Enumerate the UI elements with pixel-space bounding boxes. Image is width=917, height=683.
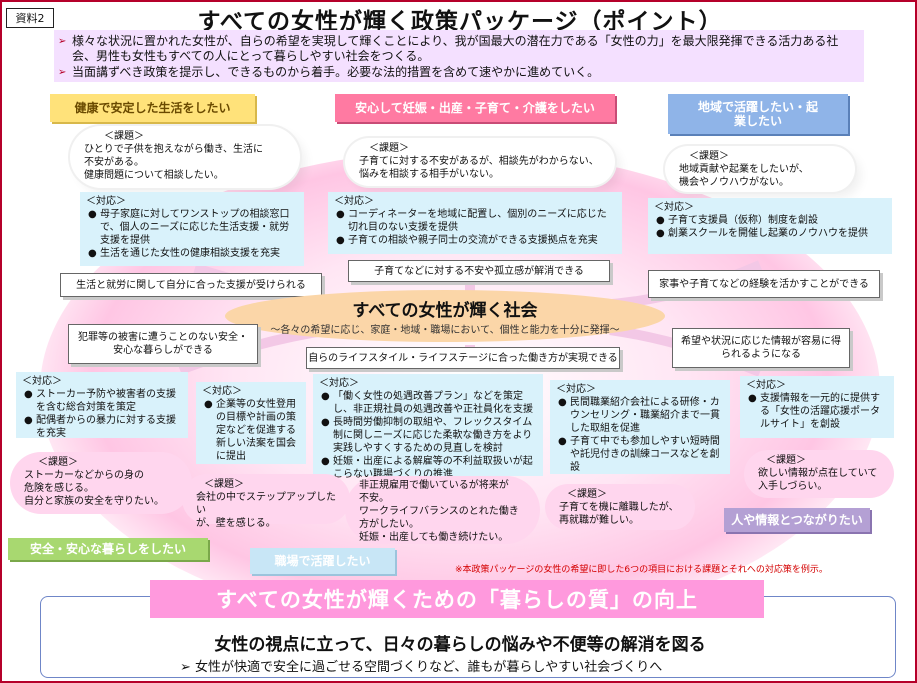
category-safety: 安全・安心な暮らしをしたい: [8, 538, 208, 560]
category-health: 健康で安定した生活をしたい: [50, 94, 255, 122]
action-box-work-2: ＜対応＞ ●「働く女性の処遇改善プラン」などを策定し、非正規社員の処遇改善や正社…: [313, 374, 543, 480]
issue-cloud-reentry: ＜課題＞ 子育てを機に離職したが、 再就職が難しい。: [545, 484, 695, 530]
result-health: 生活と就労に関して自分に合った支援が受けられる: [60, 273, 322, 297]
category-region: 地域で活躍したい・起業したい: [668, 94, 848, 134]
issue-cloud-info: ＜課題＞ 欲しい情報が点在していて 入手しづらい。: [744, 450, 894, 498]
intro-item-1: ➢ 様々な状況に置かれた女性が、自らの希望を実現して輝くことにより、我が国最大の…: [58, 34, 839, 63]
action-box-safety: ＜対応＞ ●ストーカー予防や被害者の支援を含む総合対策を策定 ●配偶者からの暴力…: [16, 372, 188, 439]
action-item: ●母子家庭に対してワンストップの相談窓口で、個人のニーズに応じた生活支援・就労支…: [88, 209, 290, 246]
action-box-work-1: ＜対応＞ ●企業等の女性登用の目標や計画の策定などを促進する新しい法案を国会に提…: [196, 382, 306, 464]
action-box-health: ＜対応＞ ●母子家庭に対してワンストップの相談窓口で、個人のニーズに応じた生活支…: [80, 192, 304, 266]
center-ellipse: [225, 290, 665, 342]
result-info: 希望や状況に応じた情報が容易に得られるようになる: [672, 328, 850, 368]
action-item: ●支援情報を一元的に提供する「女性の活躍応援ポータルサイト」を創設: [748, 393, 880, 430]
action-item: ●子育て中でも参加しやすい短時間や託児付きの訓練コースなどを創設: [558, 436, 720, 473]
action-box-child: ＜対応＞ ●コーディネーターを地域に配置し、個別のニーズに応じた切れ目のない支援…: [328, 192, 622, 254]
action-item: ●配偶者からの暴力に対する支援を充実: [24, 415, 176, 439]
issue-cloud-safety: ＜課題＞ ストーカーなどからの身の 危険を感じる。 自分と家族の安全を守りたい。: [10, 452, 192, 514]
result-safety: 犯罪等の被害に遭うことのない安全・安心な暮らしができる: [68, 324, 258, 364]
result-region: 家事や子育てなどの経験を活かすことができる: [648, 270, 880, 298]
document-label: 資料2: [6, 8, 54, 28]
bottom-point: ➢ 女性が快適で安全に過ごせる空間づくりなど、誰もが暮らしやすい社会づくりへ: [180, 660, 663, 675]
bottom-title: すべての女性が輝くための「暮らしの質」の向上: [150, 580, 764, 618]
issue-cloud-region: ＜課題＞ 地域貢献や起業をしたいが、 機会やノウハウがない。: [665, 146, 855, 192]
category-info: 人や情報とつながりたい: [724, 508, 870, 532]
action-item: ●創業スクールを開催し起業のノウハウを提供: [656, 228, 868, 239]
issue-cloud-health: ＜課題＞ ひとりで子供を抱えながら働き、生活に 不安がある。 健康問題について相…: [70, 126, 300, 188]
intro-band: ➢ 様々な状況に置かれた女性が、自らの希望を実現して輝くことにより、我が国最大の…: [54, 30, 864, 82]
action-box-info: ＜対応＞ ●支援情報を一元的に提供する「女性の活躍応援ポータルサイト」を創設: [740, 376, 894, 438]
intro-item-2: ➢ 当面講ずべき政策を提示し、できるものから着手。必要な法的措置を含めて速やかに…: [58, 65, 600, 79]
action-item: ●企業等の女性登用の目標や計画の策定などを促進する新しい法案を国会に提出: [204, 399, 296, 462]
intro-bullet: ➢: [58, 67, 67, 78]
issue-cloud-work-1: ＜課題＞ 会社の中でステップアップしたい が、壁を感じる。: [182, 474, 350, 529]
footnote: ※本政策パッケージの女性の希望に即した6つの項目における課題とそれへの対応策を例…: [455, 565, 828, 575]
intro-bullet: ➢: [58, 36, 67, 47]
action-item: ●子育ての相談や親子同士の交流ができる支援拠点を充実: [336, 235, 598, 246]
action-box-reentry: ＜対応＞ ●民間職業紹介会社による研修・カウンセリング・職業紹介まで一貫した取組…: [550, 380, 730, 474]
action-item: ●子育て支援員（仮称）制度を創設: [656, 215, 818, 226]
category-child: 安心して妊娠・出産・子育て・介護をしたい: [335, 94, 615, 122]
issue-cloud-work-2: 非正規雇用で働いているが将来が 不安。 ワークライフバランスのとれた働き 方がし…: [345, 476, 540, 544]
action-box-region: ＜対応＞ ●子育て支援員（仮称）制度を創設 ●創業スクールを開催し起業のノウハウ…: [648, 198, 892, 254]
center-title: すべての女性が輝く社会: [352, 301, 538, 321]
action-item: ●民間職業紹介会社による研修・カウンセリング・職業紹介まで一貫した取組を促進: [558, 397, 720, 434]
result-work: 自らのライフスタイル・ライフステージに合った働き方が実現できる: [306, 347, 620, 369]
result-child: 子育てなどに対する不安や孤立感が解消できる: [348, 260, 610, 282]
action-item: ●ストーカー予防や被害者の支援を含む総合対策を策定: [24, 389, 176, 413]
action-item: ●コーディネーターを地域に配置し、個別のニーズに応じた切れ目のない支援を提供: [336, 209, 607, 233]
center-subtitle: ～各々の希望に応じ、家庭・地域・職場において、個性と能力を十分に発揮～: [270, 325, 620, 336]
issue-cloud-child: ＜課題＞ 子育てに対する不安があるが、相談先がわからない、 悩みを相談する相手が…: [345, 138, 615, 186]
action-item: ●長時間労働抑制の取組や、フレックスタイム制に関しニーズに応じた柔軟な働き方をよ…: [321, 417, 533, 454]
category-work: 職場で活躍したい: [250, 548, 395, 574]
action-item: ●生活を通じた女性の健康相談支援を充実: [88, 248, 280, 259]
action-item: ●「働く女性の処遇改善プラン」などを策定し、非正規社員の処遇改善や正社員化を支援: [321, 391, 533, 415]
bottom-subtitle: 女性の視点に立って、日々の暮らしの悩みや不便等の解消を図る: [214, 635, 706, 655]
action-item: ●妊娠・出産による解雇等の不利益取扱いが起こらない職場づくりの推進: [321, 456, 533, 480]
